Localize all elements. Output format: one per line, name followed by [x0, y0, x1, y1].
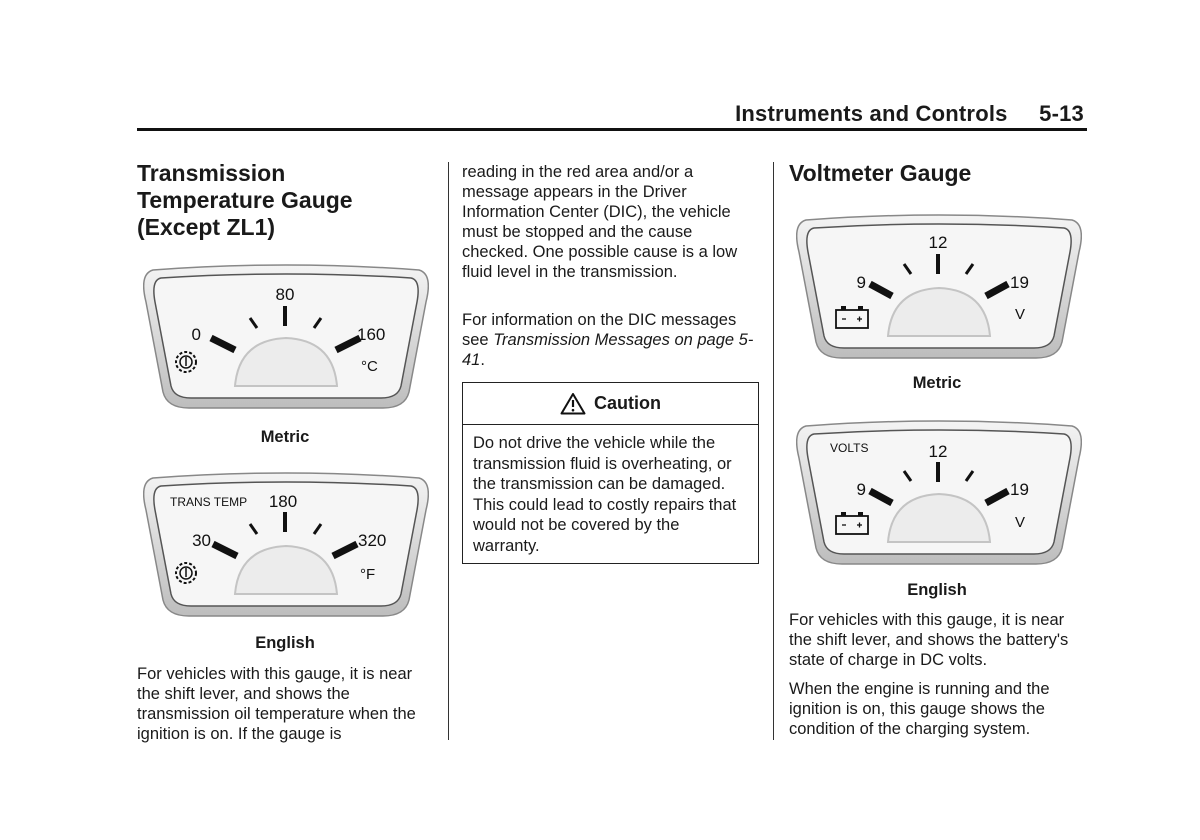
- gauge-label: TRANS TEMP: [170, 495, 247, 509]
- transmission-temperature-icon: [175, 351, 197, 373]
- page-header: Instruments and Controls 5-13: [735, 101, 1084, 127]
- voltmeter-gauge-english: VOLTS 9 12 19 V: [796, 418, 1082, 568]
- unit-label: °C: [361, 358, 378, 375]
- column-divider-1: [448, 162, 449, 740]
- dic-reference-prefix: For information on the DIC messages see: [462, 311, 737, 349]
- tick-label-high: 160: [357, 325, 385, 344]
- dic-reference-text: For information on the DIC messages see …: [462, 310, 762, 370]
- unit-label: V: [1015, 514, 1025, 531]
- tick-label-high: 320: [358, 531, 386, 550]
- dic-reference-suffix: .: [480, 351, 485, 369]
- tick-label-mid: 12: [929, 233, 948, 252]
- battery-icon: [835, 306, 869, 329]
- caption-metric-transmission: Metric: [260, 428, 310, 446]
- tick-label-mid: 12: [929, 442, 948, 461]
- voltmeter-description: For vehicles with this gauge, it is near…: [789, 611, 1069, 669]
- tick-label-mid: 180: [269, 492, 297, 511]
- section-title: Instruments and Controls: [735, 101, 1008, 126]
- caution-box: Caution Do not drive the vehicle while t…: [462, 382, 759, 564]
- column-divider-2: [773, 162, 774, 740]
- transmission-gauge-english: TRANS TEMP 30 180 320 °F: [143, 470, 429, 620]
- dic-reference-link[interactable]: Transmission Messages on page 5-41: [462, 331, 754, 369]
- unit-label: °F: [360, 566, 375, 583]
- caption-english-voltmeter: English: [907, 581, 967, 599]
- page-number: 5-13: [1039, 101, 1084, 126]
- gauge-label: VOLTS: [830, 441, 868, 455]
- transmission-description: For vehicles with this gauge, it is near…: [137, 665, 416, 743]
- tick-label-mid: 80: [276, 285, 295, 304]
- voltmeter-heading: Voltmeter Gauge: [789, 160, 972, 186]
- voltmeter-gauge-metric: 9 12 19 V: [796, 212, 1082, 362]
- caption-metric-voltmeter: Metric: [912, 374, 962, 392]
- battery-icon: [835, 512, 869, 535]
- tick-label-high: 19: [1010, 480, 1029, 499]
- tick-label-low: 30: [192, 531, 211, 550]
- charging-system-description: When the engine is running and the ignit…: [789, 680, 1050, 738]
- tick-label-low: 9: [857, 273, 866, 292]
- transmission-temperature-icon: [175, 562, 197, 584]
- warning-triangle-icon: [560, 393, 586, 415]
- transmission-gauge-heading: Transmission Temperature Gauge (Except Z…: [137, 160, 353, 240]
- tick-label-low: 0: [192, 325, 201, 344]
- tick-label-low: 9: [857, 480, 866, 499]
- header-rule: [137, 128, 1087, 131]
- caution-header: Caution: [463, 383, 758, 425]
- caption-english-transmission: English: [255, 634, 315, 652]
- caution-title: Caution: [594, 393, 661, 413]
- tick-label-high: 19: [1010, 273, 1029, 292]
- unit-label: V: [1015, 306, 1025, 323]
- transmission-gauge-metric: 0 80 160 °C: [143, 262, 429, 412]
- transmission-warning-text: reading in the red area and/or a message…: [462, 163, 738, 281]
- caution-text: Do not drive the vehicle while the trans…: [473, 434, 737, 555]
